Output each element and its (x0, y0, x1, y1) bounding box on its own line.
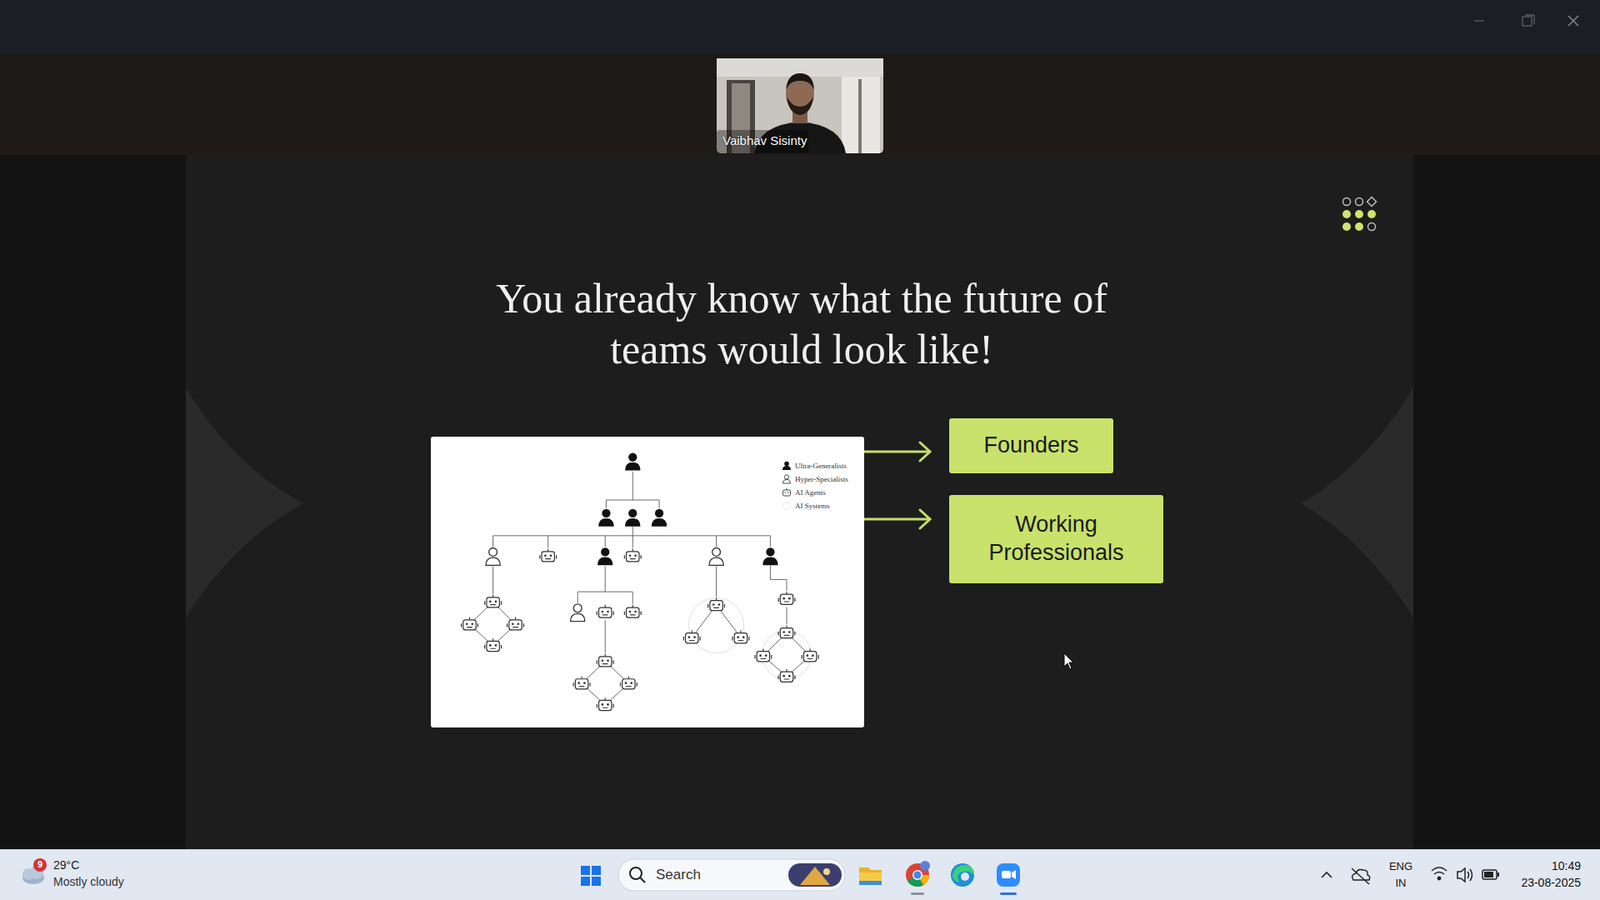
legend-text: AI Agents (795, 488, 826, 497)
battery-icon (1482, 870, 1500, 880)
slide-side-shape (1300, 387, 1414, 618)
edge-icon (950, 863, 975, 887)
video-thumbnail (716, 58, 884, 154)
legend-row: Ultra-Generalists (781, 459, 849, 473)
window-title-bar (0, 0, 1600, 54)
legend-text: Hyper-Specialists (795, 475, 849, 484)
legend-icon (781, 500, 792, 511)
legend-text: Ultra-Generalists (795, 461, 847, 470)
label-box: Founders (949, 418, 1114, 474)
language-code: ENG (1386, 860, 1415, 874)
slide-title: You already know what the future of team… (460, 273, 1144, 375)
search-highlight-image (788, 863, 842, 887)
dots-logo (1342, 197, 1377, 232)
box-text: Working Professionals (959, 510, 1154, 568)
region-code: IN (1386, 876, 1415, 890)
slide-side-shape (185, 387, 304, 618)
legend-text: AI Systems (795, 501, 830, 510)
clock-date: 23-08-2025 (1520, 875, 1581, 890)
weather-temp: 29°C (53, 858, 80, 873)
chrome-icon (905, 860, 930, 895)
search-text: Search (655, 866, 701, 884)
legend-row: Hyper-Specialists (781, 472, 849, 486)
box-text: Founders (983, 431, 1079, 460)
legend-icon (781, 474, 792, 485)
legend-row: AI Systems (781, 499, 849, 513)
restore-icon-back (1525, 15, 1535, 25)
cloud-off-icon (1351, 868, 1370, 885)
wifi-icon (1431, 867, 1447, 880)
legend-row: AI Agents (781, 485, 849, 500)
search-icon (630, 867, 645, 883)
mouse-cursor (1064, 653, 1074, 670)
legend: Ultra-GeneralistsHyper-Specialists AI Age… (781, 459, 849, 513)
legend-icon (781, 460, 792, 471)
weather-text: Mostly cloudy (53, 875, 125, 890)
close-icon (1568, 15, 1579, 26)
clock-time: 10:49 (1551, 859, 1581, 874)
notification-badge: 9 (34, 859, 46, 870)
label-box: Working Professionals (949, 495, 1164, 584)
zoom-icon (996, 863, 1020, 895)
restore-icon (1522, 16, 1532, 26)
participant-name: Vaibhav Sisinty (722, 133, 807, 149)
weather-icon (22, 858, 47, 885)
windows-logo (580, 865, 601, 886)
legend-icon (781, 487, 792, 498)
volume-icon (1457, 868, 1473, 882)
search-box (618, 859, 845, 891)
file-explorer-icon (859, 867, 882, 885)
minimize-icon (1474, 20, 1485, 21)
tray-chevron (1321, 872, 1332, 878)
